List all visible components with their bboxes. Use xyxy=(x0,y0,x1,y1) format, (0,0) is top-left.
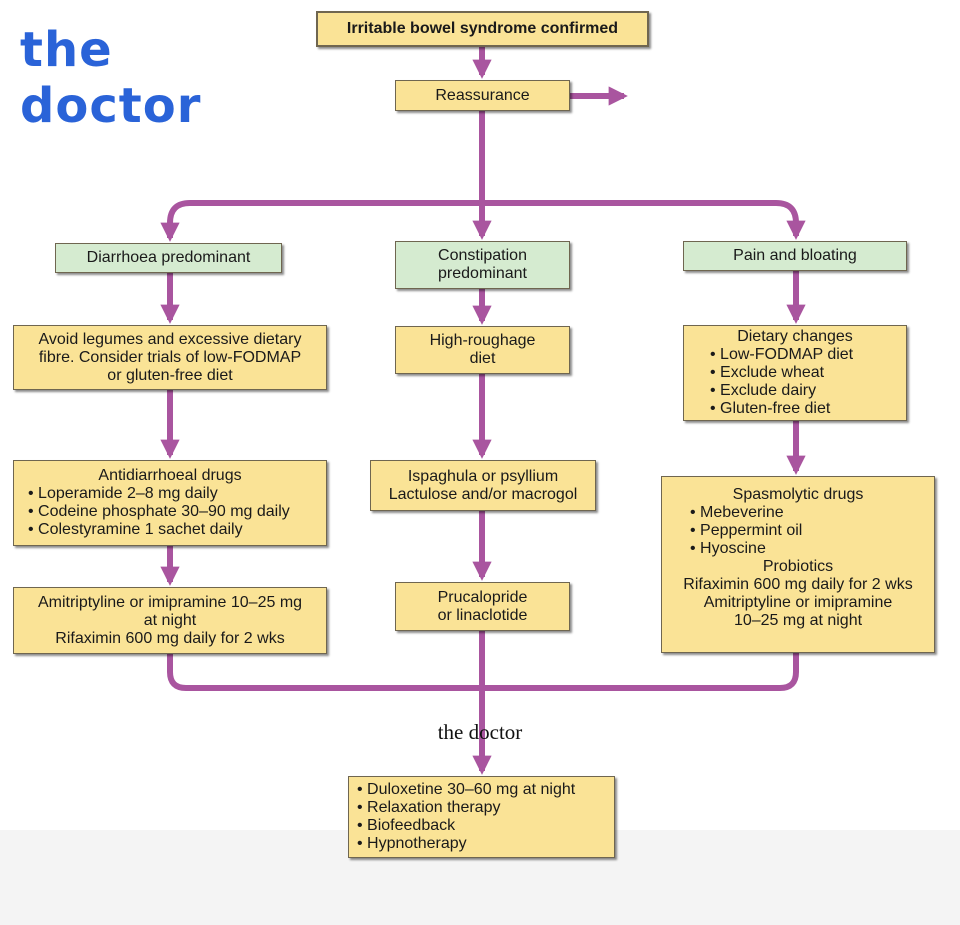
constipation-diet-box: High-roughage diet xyxy=(395,326,570,374)
drug-item: Peppermint oil xyxy=(690,522,928,540)
dietary-changes-title: Dietary changes xyxy=(737,328,853,345)
drug-item: Colestyramine 1 sachet daily xyxy=(28,521,320,539)
spasmolytic-drugs-box: Spasmolytic drugs Mebeverine Peppermint … xyxy=(661,476,935,653)
final-treatment-box: Duloxetine 30–60 mg at night Relaxation … xyxy=(348,776,615,858)
diarrhoea-second-line-box: Amitriptyline or imipramine 10–25 mg at … xyxy=(13,587,327,654)
diarrhoea-diet-line-2: fibre. Consider trials of low-FODMAP xyxy=(38,348,302,366)
laxatives-line-1: Ispaghula or psyllium xyxy=(407,467,559,485)
drug-item: Codeine phosphate 30–90 mg daily xyxy=(28,503,320,521)
watermark-line-2: doctor xyxy=(20,78,202,134)
constipation-header-line-1: Constipation xyxy=(438,247,527,264)
watermark-line-1: the xyxy=(20,22,113,78)
ibs-confirmed-title: Irritable bowel syndrome confirmed xyxy=(346,20,619,37)
constipation-second-line-2: or linaclotide xyxy=(437,606,528,624)
constipation-diet-line-1: High-roughage xyxy=(429,332,536,349)
laxatives-line-2: Lactulose and/or macrogol xyxy=(388,485,578,503)
drug-item: Loperamide 2–8 mg daily xyxy=(28,485,320,503)
drug-item: Hyoscine xyxy=(690,540,928,558)
rifaximin-label: Rifaximin 600 mg daily for 2 wks xyxy=(683,576,913,593)
merge-right xyxy=(482,653,799,691)
probiotics-label: Probiotics xyxy=(762,558,834,575)
drug-item: Mebeverine xyxy=(690,504,928,522)
diarrhoea-predominant-header: Diarrhoea predominant xyxy=(55,243,282,273)
diarrhoea-diet-box: Avoid legumes and excessive dietary fibr… xyxy=(13,325,327,390)
amitriptyline-label: Amitriptyline or imipramine xyxy=(703,594,893,611)
reassurance-label: Reassurance xyxy=(435,86,530,104)
diarrhoea-diet-line-3: or gluten-free diet xyxy=(107,366,233,384)
ibs-confirmed-box: Irritable bowel syndrome confirmed xyxy=(316,11,649,47)
amitriptyline-dose-label: 10–25 mg at night xyxy=(733,612,863,629)
constipation-predominant-header: Constipation predominant xyxy=(395,241,570,289)
diet-item: Low-FODMAP diet xyxy=(710,346,900,364)
center-caption: the doctor xyxy=(437,720,523,744)
constipation-second-line-box: Prucalopride or linaclotide xyxy=(395,582,570,631)
merge-left xyxy=(167,654,482,691)
antidiarrhoeal-drugs-title: Antidiarrhoeal drugs xyxy=(98,467,242,484)
final-item: Duloxetine 30–60 mg at night xyxy=(357,781,608,799)
diarrhoea-diet-line-1: Avoid legumes and excessive dietary xyxy=(38,330,302,348)
pain-header-label: Pain and bloating xyxy=(733,247,857,264)
diet-item: Exclude wheat xyxy=(710,364,900,382)
laxatives-box: Ispaghula or psyllium Lactulose and/or m… xyxy=(370,460,596,511)
constipation-diet-line-2: diet xyxy=(469,350,496,367)
final-item: Relaxation therapy xyxy=(357,799,608,817)
watermark-logo: the doctor xyxy=(20,22,201,134)
diarrhoea-second-line-1: Amitriptyline or imipramine 10–25 mg xyxy=(37,593,303,611)
dietary-changes-box: Dietary changes Low-FODMAP diet Exclude … xyxy=(683,325,907,421)
diarrhoea-second-line-2: at night xyxy=(143,611,197,629)
branch-bar-left xyxy=(160,200,482,242)
spasmolytic-drugs-title: Spasmolytic drugs xyxy=(732,486,864,503)
diet-item: Gluten-free diet xyxy=(710,400,900,418)
diarrhoea-header-label: Diarrhoea predominant xyxy=(86,249,251,266)
pain-bloating-header: Pain and bloating xyxy=(683,241,907,271)
constipation-second-line-1: Prucalopride xyxy=(437,588,528,606)
constipation-header-line-2: predominant xyxy=(438,265,527,282)
antidiarrhoeal-drugs-box: Antidiarrhoeal drugs Loperamide 2–8 mg d… xyxy=(13,460,327,546)
branch-bar-right xyxy=(482,200,806,240)
final-item: Biofeedback xyxy=(357,817,608,835)
diarrhoea-second-line-3: Rifaximin 600 mg daily for 2 wks xyxy=(55,629,285,647)
final-item: Hypnotherapy xyxy=(357,835,608,853)
reassurance-box: Reassurance xyxy=(395,80,570,111)
diet-item: Exclude dairy xyxy=(710,382,900,400)
